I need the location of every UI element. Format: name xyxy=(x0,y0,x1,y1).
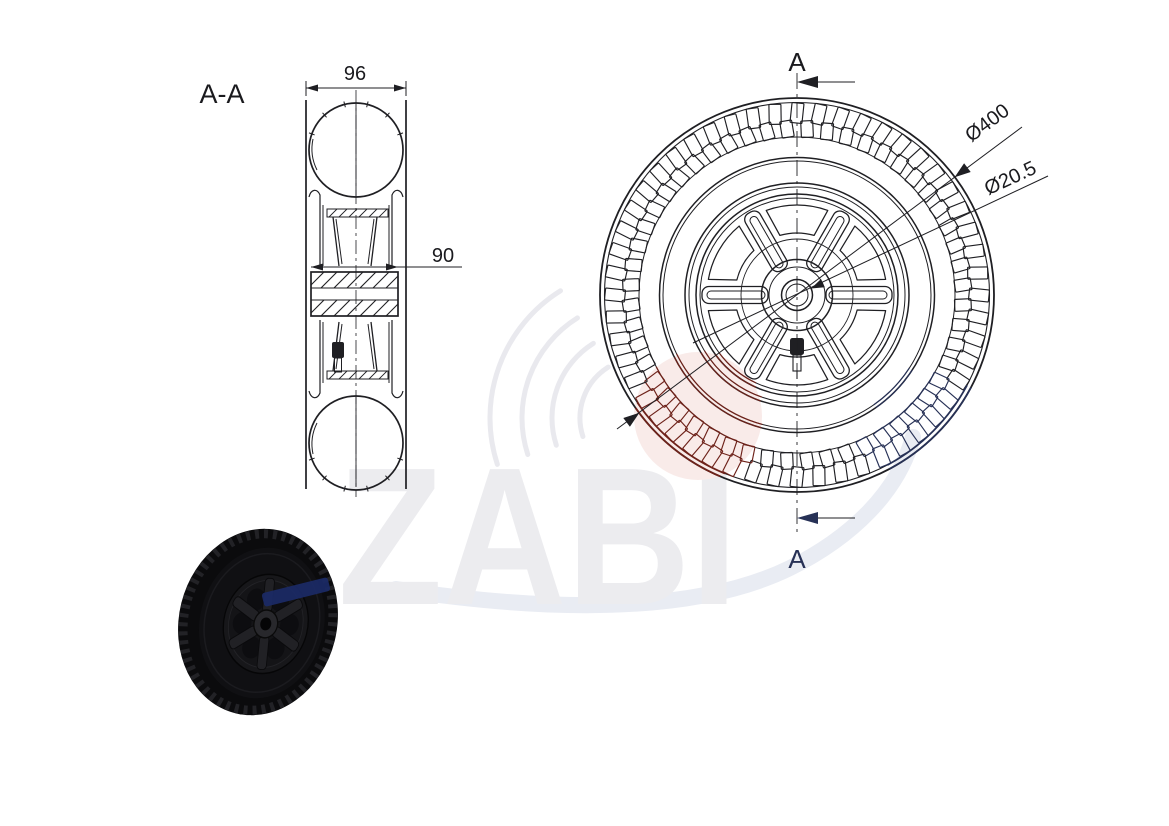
tread-ring xyxy=(603,101,991,489)
section-arrow-top xyxy=(797,76,818,88)
section-view: A-A 96 xyxy=(199,63,462,497)
dimension-hub-90: 90 xyxy=(311,245,462,271)
logo-swoosh xyxy=(388,429,921,614)
hub-section xyxy=(310,271,399,317)
section-marker-bottom: A xyxy=(788,512,855,574)
dim-hub-label: 90 xyxy=(432,245,454,267)
dim-width-label: 96 xyxy=(344,63,366,85)
section-arrow-bottom xyxy=(797,512,818,524)
product-photo xyxy=(178,528,338,716)
dimension-width-96: 96 xyxy=(305,63,407,96)
dim-arrow-right xyxy=(394,84,406,92)
section-marker-top: A xyxy=(788,47,855,88)
dim-arrow-right xyxy=(386,263,398,271)
spoke-wheel xyxy=(701,204,893,386)
section-marker-top-label: A xyxy=(788,47,806,77)
valve-section xyxy=(332,342,344,358)
dim-arrow-left xyxy=(311,263,323,271)
photo-blue-streak xyxy=(261,577,331,607)
dimension-bore: Ø20.5 xyxy=(692,157,1049,344)
dim-arrow-bore xyxy=(811,279,825,289)
dim-arrow-left xyxy=(306,84,318,92)
watermark-tinted-lines xyxy=(634,350,972,478)
dim-arrow-lower xyxy=(623,412,640,427)
section-marker-bottom-label: A xyxy=(788,544,806,574)
dim-arrow-upper xyxy=(954,163,971,178)
logo-wave-arcs xyxy=(487,288,611,467)
section-view-title: A-A xyxy=(199,79,244,109)
